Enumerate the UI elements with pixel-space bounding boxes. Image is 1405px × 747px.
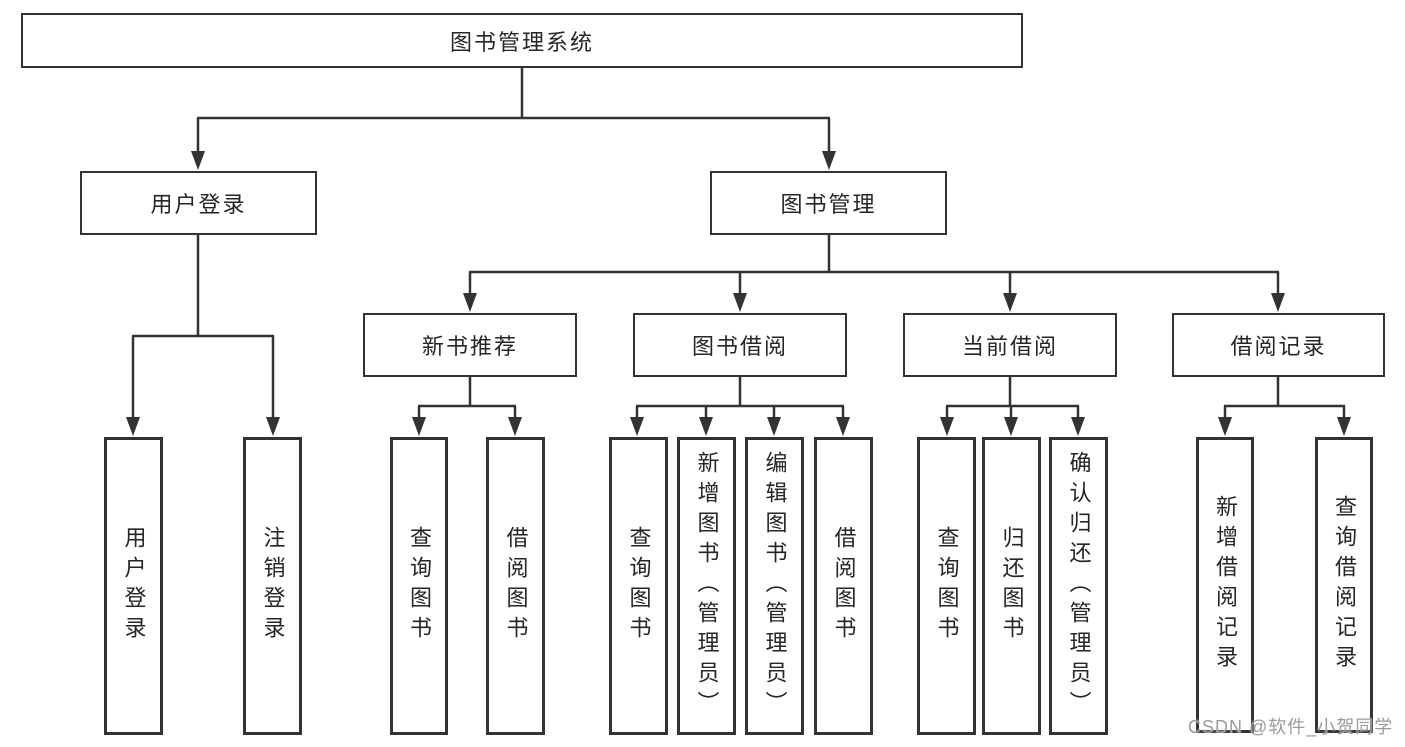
node-borrow-books-recommendation: 借阅图书: [486, 437, 545, 735]
node-book-management: 图书管理: [710, 171, 947, 235]
node-edit-book-admin: 编辑图书（管理员）: [745, 437, 804, 735]
node-query-books-current: 查询图书: [917, 437, 976, 735]
node-label: 新增借阅记录: [1213, 495, 1238, 675]
node-new-book-recommendation: 新书推荐: [363, 313, 577, 377]
node-label: 新书推荐: [421, 334, 518, 359]
node-label: 借阅图书: [831, 526, 857, 646]
node-borrowing-records: 借阅记录: [1172, 313, 1385, 377]
node-label: 确认归还（管理员）: [1066, 451, 1092, 721]
node-label: 查询图书: [934, 526, 960, 646]
node-book-borrowing: 图书借阅: [633, 313, 847, 377]
node-label: 注销登录: [260, 526, 286, 646]
node-label: 查询借阅记录: [1332, 495, 1357, 675]
node-label: 图书借阅: [691, 334, 788, 359]
node-library-management-system: 图书管理系统: [21, 13, 1023, 68]
watermark-text: CSDN @软件_小贺同学: [1188, 717, 1394, 737]
node-add-borrow-record: 新增借阅记录: [1196, 437, 1254, 733]
node-query-borrow-record: 查询借阅记录: [1315, 437, 1373, 733]
node-query-books-recommendation: 查询图书: [390, 437, 448, 735]
node-logout-action: 注销登录: [243, 437, 302, 735]
node-label: 编辑图书（管理员）: [762, 451, 788, 721]
node-label: 用户登录: [150, 192, 247, 217]
node-label: 新增图书（管理员）: [694, 451, 720, 721]
node-label: 用户登录: [121, 526, 147, 646]
node-label: 借阅图书: [503, 526, 529, 646]
node-query-books-borrowing: 查询图书: [609, 437, 668, 735]
node-confirm-return-admin: 确认归还（管理员）: [1049, 437, 1108, 735]
node-user-login-action: 用户登录: [104, 437, 163, 735]
node-label: 借阅记录: [1230, 334, 1327, 359]
node-label: 查询图书: [407, 526, 432, 646]
node-label: 图书管理: [780, 192, 877, 217]
node-label: 图书管理系统: [449, 29, 594, 55]
node-label: 当前借阅: [961, 334, 1058, 359]
node-current-borrowing: 当前借阅: [903, 313, 1117, 377]
node-label: 查询图书: [626, 526, 652, 646]
node-label: 归还图书: [999, 526, 1025, 646]
node-user-login: 用户登录: [80, 171, 317, 235]
node-return-book: 归还图书: [982, 437, 1041, 735]
node-add-book-admin: 新增图书（管理员）: [677, 437, 736, 735]
node-borrow-books-action: 借阅图书: [814, 437, 873, 735]
